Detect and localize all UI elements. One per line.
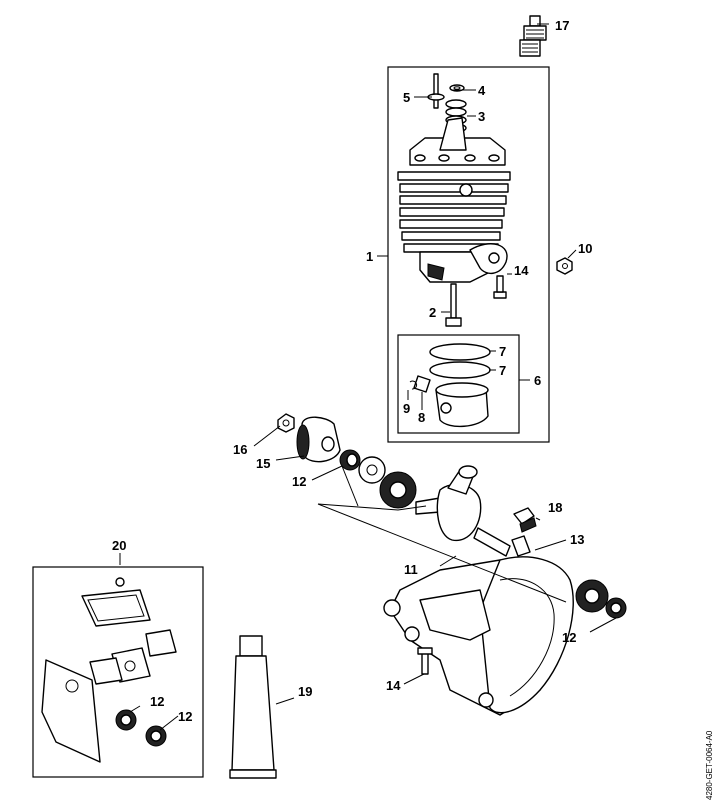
part-6-piston[interactable] — [435, 382, 489, 427]
part-9-circlip[interactable] — [409, 380, 418, 390]
part-18-element[interactable] — [513, 507, 537, 533]
leader-lines — [119, 23, 617, 731]
part-12-bearing-right[interactable] — [575, 579, 609, 613]
part-8-piston-pin[interactable] — [413, 375, 431, 393]
callout-15: 15 — [256, 456, 270, 471]
callout-11: 11 — [404, 562, 418, 577]
part-19-grease-tube[interactable] — [229, 635, 277, 779]
callout-17: 17 — [555, 18, 569, 33]
part-14-screw-upper[interactable] — [493, 275, 507, 299]
callout-12-right: 12 — [562, 630, 576, 645]
callout-10: 10 — [578, 241, 592, 256]
callout-8: 8 — [418, 410, 425, 425]
part-11-crankshaft[interactable] — [415, 465, 511, 557]
part-12-seal-left[interactable] — [339, 449, 361, 471]
callout-12-set-a: 12 — [150, 694, 164, 709]
callout-5: 5 — [403, 90, 410, 105]
part-20-gasket-set[interactable] — [41, 577, 177, 763]
part-10-nut[interactable] — [556, 257, 573, 275]
part-5-stud[interactable] — [427, 73, 445, 109]
part-12-seal-set-b[interactable] — [145, 725, 167, 747]
callout-13: 13 — [570, 532, 584, 547]
callout-14-lower: 14 — [386, 678, 401, 693]
callout-14-upper: 14 — [514, 263, 529, 278]
part-2-bolt[interactable] — [445, 283, 462, 327]
callout-18: 18 — [548, 500, 562, 515]
crankshaft-gear[interactable] — [358, 456, 386, 484]
callout-12-set-b: 12 — [178, 709, 192, 724]
part-14-screw-lower[interactable] — [417, 647, 433, 675]
piston-group-box — [397, 334, 520, 434]
crankshaft-bearing[interactable] — [379, 471, 417, 509]
callout-3: 3 — [478, 109, 485, 124]
part-7-piston-ring-a[interactable] — [429, 343, 491, 361]
callout-7-b: 7 — [499, 363, 506, 378]
drawing-reference: 4280-GET-0064-A0 — [705, 730, 714, 800]
callout-16: 16 — [233, 442, 247, 457]
part-15-flywheel[interactable] — [296, 416, 341, 463]
callout-1: 1 — [366, 249, 373, 264]
part-1-cylinder[interactable] — [397, 117, 511, 283]
part-12-seal-set-a[interactable] — [115, 709, 137, 731]
callout-20: 20 — [112, 538, 126, 553]
callout-19: 19 — [298, 684, 312, 699]
cylinder-group-box — [387, 66, 550, 443]
part-12-seal-right[interactable] — [605, 597, 627, 619]
part-7-piston-ring-b[interactable] — [429, 361, 491, 379]
callout-12-left: 12 — [292, 474, 306, 489]
callout-4: 4 — [478, 83, 486, 98]
callout-9: 9 — [403, 401, 410, 416]
gasket-set-box — [32, 566, 204, 778]
callout-2: 2 — [429, 305, 436, 320]
callout-6: 6 — [534, 373, 541, 388]
part-16-nut[interactable] — [277, 413, 295, 433]
part-17-spark-plug[interactable] — [519, 15, 547, 57]
callout-labels: 17 4 5 3 1 10 14 2 7 7 6 9 8 16 15 12 18… — [112, 18, 592, 724]
callout-7-a: 7 — [499, 344, 506, 359]
